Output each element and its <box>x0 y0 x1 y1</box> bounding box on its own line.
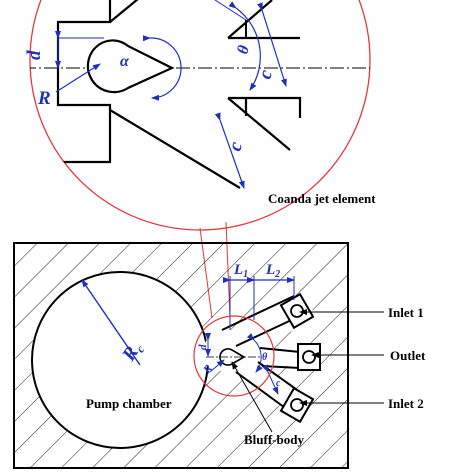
outlet-label: Outlet <box>390 348 426 363</box>
pump-chamber-label: Pump chamber <box>86 396 172 411</box>
bluff-leader <box>231 361 273 433</box>
L2-label: L2 <box>265 262 280 280</box>
bluff-label: Bluff-body <box>244 432 304 447</box>
lower-splitter <box>228 96 302 118</box>
dim-R-arrow <box>55 63 101 93</box>
label-R: R <box>37 88 51 109</box>
inlet2-hole <box>290 398 304 412</box>
inlet1-label: Inlet 1 <box>388 305 424 320</box>
pump-chamber <box>31 271 209 449</box>
label-alpha: α <box>120 53 130 70</box>
main-view: Pump chamber Rc L1 L2 d R θ c Inlet 1 Ou… <box>13 242 426 469</box>
detail-view: d R α θ c c Coanda jet element <box>24 0 376 231</box>
detail-title: Coanda jet element <box>268 191 376 206</box>
L1-label: L1 <box>233 262 248 280</box>
bluff-body <box>86 39 175 94</box>
lower-splitter-slant <box>227 97 291 151</box>
small-c-label: c <box>276 378 281 389</box>
label-c-upper: c <box>255 67 278 81</box>
detail-marker-circle <box>193 315 275 397</box>
dim-c-upper-arrow <box>257 2 287 87</box>
label-theta: θ <box>234 43 253 56</box>
small-theta-label: θ <box>262 352 268 363</box>
label-d: d <box>24 50 45 60</box>
chamber-radius-arrow <box>81 279 141 366</box>
dim-alpha-arc <box>142 35 182 101</box>
upper-jaw <box>109 0 156 23</box>
inlet2-label: Inlet 2 <box>388 396 424 411</box>
label-c-lower: c <box>225 139 248 153</box>
inlet1-hole <box>290 304 304 318</box>
outlet-hole <box>302 350 316 364</box>
small-d-label: d <box>197 344 209 350</box>
dim-c-lower-arrow <box>214 112 245 189</box>
